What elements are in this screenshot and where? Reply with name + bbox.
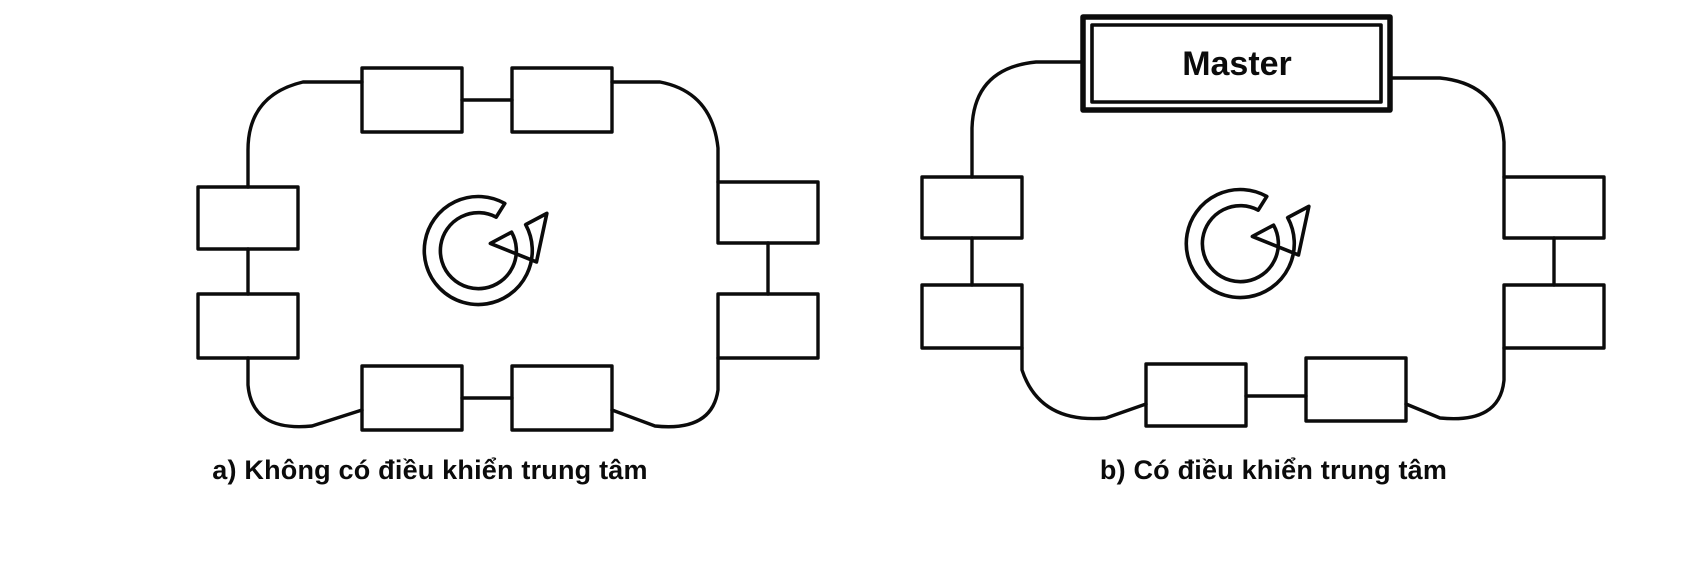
node-box [360,364,464,432]
master-box-label: Master [1182,45,1292,83]
ring-diagram-a [196,66,820,432]
ring-diagram-b: Master [920,14,1606,428]
node-box [1502,175,1606,240]
ring-link-bottomright [1404,346,1506,421]
node-box [716,180,820,245]
clockwise-rotation-arrow [1184,187,1311,300]
node-box [360,66,464,134]
node-box [1144,362,1248,428]
clockwise-rotation-arrow [422,194,549,307]
ring-link-topleft [246,80,364,189]
node-box [920,283,1024,350]
ring-link-bottomright [610,356,720,429]
diagram-panel-b: Master b) Có điều khiển trung tâm [840,0,1707,563]
caption-panel-b: b) Có điều khiển trung tâm [1099,455,1448,485]
node-box [1304,356,1408,423]
node-box [716,292,820,360]
node-box [510,66,614,134]
caption-panel-a: a) Không có điều khiển trung tâm [212,455,648,485]
node-box [196,292,300,360]
ring-link-bottomleft [246,356,364,429]
diagram-panel-a: a) Không có điều khiển trung tâm [196,66,820,485]
ring-link-bottomleft [1020,346,1148,421]
node-box [196,185,300,251]
node-box [920,175,1024,240]
node-box [510,364,614,432]
ring-link-master-left [970,60,1085,179]
ring-link-master-right [1388,76,1506,179]
ring-link-topright [610,80,720,184]
node-box [1502,283,1606,350]
master-box-outer [1080,14,1393,113]
master-box-inner [1090,23,1383,104]
